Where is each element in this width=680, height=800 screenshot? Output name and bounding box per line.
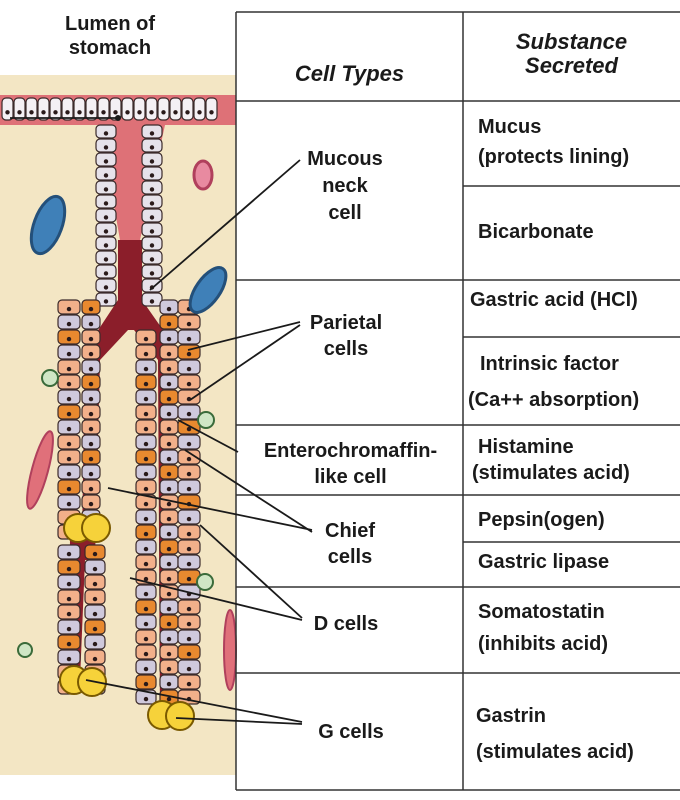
lumen-of-stomach-label: Lumen of stomach	[65, 13, 155, 59]
g-cells-cluster-2	[59, 665, 107, 697]
epithelial-cell	[1, 97, 14, 121]
epithelial-cell	[97, 97, 110, 121]
substance-mucus: Mucus(protects lining)	[478, 116, 630, 168]
g-cells-cluster-3	[147, 700, 195, 731]
gland-right-wall	[135, 124, 201, 705]
g-cells-cluster-1	[63, 513, 111, 543]
table-grid	[235, 11, 680, 791]
cell-type-enterochromaffin-like-cell: Enterochromaffin-like cell	[263, 440, 438, 488]
epithelial-cell	[169, 97, 182, 121]
epithelial-cell	[73, 97, 86, 121]
substance-intrinsic-factor: Intrinsic factor(Ca++ absorption)	[468, 353, 640, 411]
substance-pepsin: Pepsin(ogen)	[478, 509, 605, 531]
substance-gastric-lipase: Gastric lipase	[478, 551, 610, 573]
blood-vessel-red-2	[26, 430, 54, 510]
epithelial-cell	[193, 97, 206, 121]
epithelial-cell	[109, 97, 122, 121]
epithelial-cell	[85, 97, 98, 121]
epithelial-cell	[205, 97, 218, 121]
substance-bicarbonate: Bicarbonate	[478, 221, 594, 243]
epithelial-cell	[13, 97, 26, 121]
epithelial-cell	[37, 97, 50, 121]
blood-vessel-blue-2	[188, 266, 228, 314]
lumen-pit	[0, 95, 236, 240]
leader-lines	[10, 117, 313, 725]
cell-type-d-cells: D cells	[313, 613, 379, 635]
cell-type-g-cells: G cells	[318, 721, 384, 743]
blood-vessel-red	[192, 159, 214, 191]
epithelial-cell	[25, 97, 38, 121]
header-cell-types: Cell Types	[294, 61, 405, 86]
epithelial-cell	[181, 97, 194, 121]
header-substance-secreted: Substance Secreted	[515, 29, 628, 78]
substance-histamine: Histamine(stimulates acid)	[472, 436, 630, 484]
epithelial-cell	[121, 97, 134, 121]
epithelial-cell	[145, 97, 158, 121]
epithelial-cell	[133, 97, 146, 121]
substance-gastrin: Gastrin(stimulates acid)	[476, 705, 634, 763]
blood-vessel-red-3	[223, 609, 237, 691]
epithelial-cell	[61, 97, 74, 121]
blood-vessel-blue	[29, 194, 67, 256]
substance-somatostatin: Somatostatin(inhibits acid)	[478, 601, 608, 655]
substance-gastric-acid: Gastric acid (HCl)	[470, 289, 638, 311]
epithelial-cell	[49, 97, 62, 121]
epithelial-cell	[157, 97, 170, 121]
